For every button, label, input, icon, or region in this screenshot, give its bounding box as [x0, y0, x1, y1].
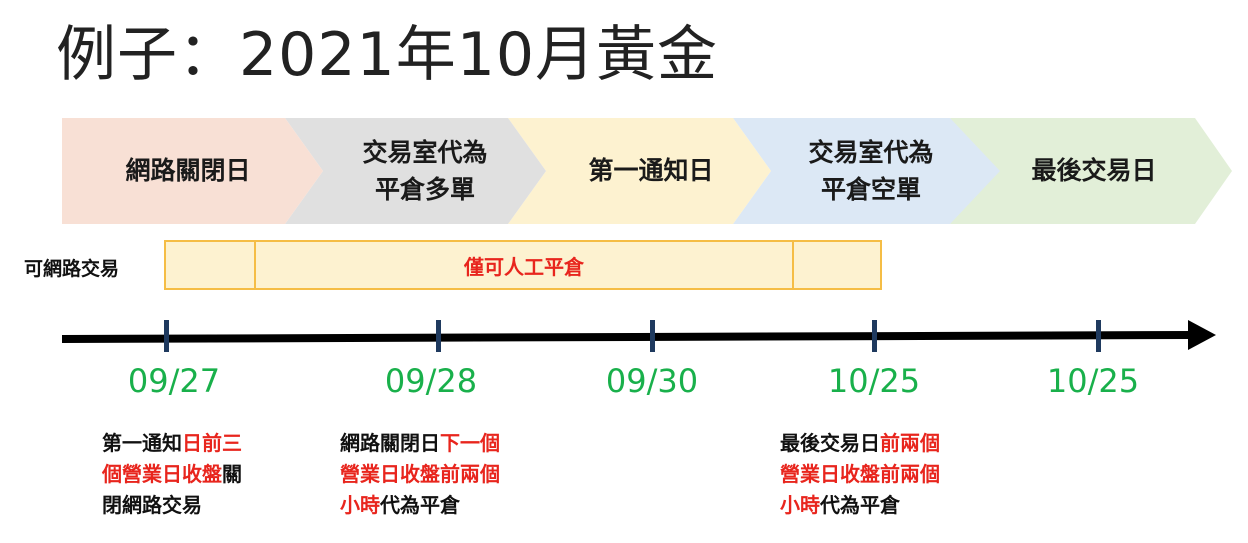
stage-1-line1: 網路關閉日 — [125, 156, 251, 186]
date-label-3: 09/30 — [605, 362, 699, 400]
note-1-highlight-b: 個營業日收盤 — [102, 462, 222, 486]
timeline-arrowhead — [1188, 320, 1216, 350]
stage-shape-1 — [62, 118, 323, 224]
stage-shape-2 — [285, 118, 546, 224]
tick-2 — [436, 320, 441, 352]
stage-4: 交易室代為 平倉空單 — [762, 118, 980, 224]
note-2: 網路關閉日下一個 營業日收盤前兩個 小時代為平倉 — [340, 428, 560, 521]
manual-close-tail-segment — [792, 240, 882, 290]
tick-4 — [872, 320, 877, 352]
online-trading-label: 可網路交易 — [24, 258, 120, 280]
tick-1 — [164, 320, 169, 352]
timeline-axis — [61, 331, 1193, 343]
date-label-4: 10/25 — [827, 362, 921, 400]
note-2-highlight-a: 下一個 — [440, 431, 500, 455]
tick-5 — [1096, 320, 1101, 352]
stage-2: 交易室代為 平倉多單 — [320, 118, 530, 224]
date-label-5: 10/25 — [1046, 362, 1140, 400]
note-3-text-a: 最後交易日 — [780, 431, 880, 455]
note-2-highlight-b: 營業日收盤前兩個 — [340, 462, 500, 486]
stage-shape-3 — [508, 118, 771, 224]
stage-shape-4 — [733, 118, 1000, 224]
note-3: 最後交易日前兩個 營業日收盤前兩個 小時代為平倉 — [780, 428, 1000, 521]
stage-shape-5 — [950, 118, 1232, 224]
stage-3: 第一通知日 — [540, 118, 762, 224]
note-1-highlight-a: 日前三 — [182, 431, 242, 455]
note-2-text-b: 代為平倉 — [380, 493, 460, 517]
note-2-text-a: 網路關閉日 — [340, 431, 440, 455]
stage-2-line1: 交易室代為 — [362, 137, 488, 167]
online-trading-segment — [164, 240, 256, 290]
stage-4-line2: 平倉空單 — [820, 175, 921, 204]
date-label-1: 09/27 — [127, 362, 221, 400]
note-3-highlight-c: 小時 — [780, 493, 820, 517]
stage-5-line1: 最後交易日 — [1031, 156, 1157, 186]
stage-3-line1: 第一通知日 — [588, 156, 714, 186]
page-title: 例子：2021年10月黃金 — [56, 20, 719, 90]
manual-close-label: 僅可人工平倉 — [464, 254, 584, 279]
tick-3 — [650, 320, 655, 352]
note-2-highlight-c: 小時 — [340, 493, 380, 517]
date-label-2: 09/28 — [384, 362, 478, 400]
note-3-highlight-b: 營業日收盤前兩個 — [780, 462, 940, 486]
stage-4-line1: 交易室代為 — [808, 137, 934, 167]
manual-close-segment — [254, 240, 794, 290]
note-3-highlight-a: 前兩個 — [880, 431, 940, 455]
note-3-text-b: 代為平倉 — [820, 493, 900, 517]
stage-1: 網路關閉日 — [82, 118, 294, 224]
note-1-text-a: 第一通知 — [102, 431, 182, 455]
note-1-text-c: 閉網路交易 — [102, 493, 202, 517]
note-1: 第一通知日前三 個營業日收盤關 閉網路交易 — [102, 428, 282, 521]
note-1-text-b: 關 — [222, 462, 242, 486]
stage-5: 最後交易日 — [985, 118, 1203, 224]
stage-2-line2: 平倉多單 — [374, 175, 475, 204]
